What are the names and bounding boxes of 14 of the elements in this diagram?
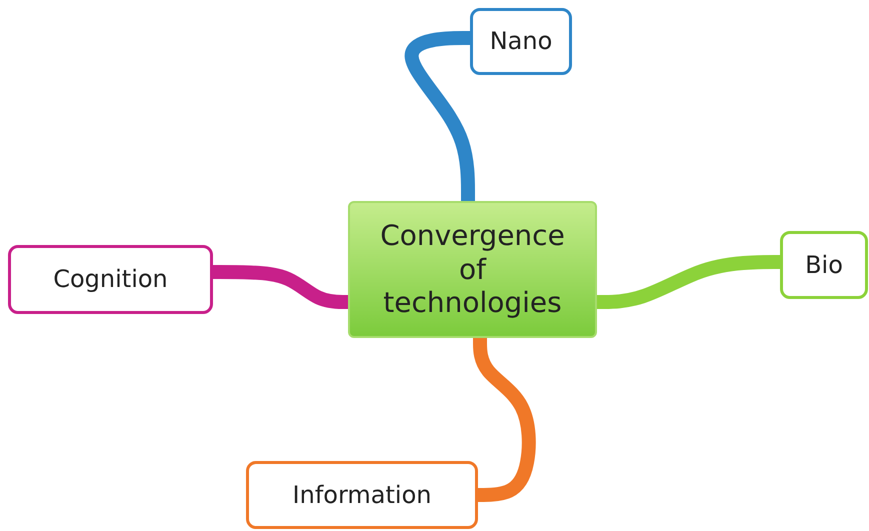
connector-ribbon — [212, 265, 350, 309]
central-topic-box — [348, 201, 597, 338]
topic-label: Convergence of technologies — [379, 219, 566, 320]
topic-box — [246, 461, 478, 529]
topic-label: Bio — [805, 250, 843, 280]
topic-label: Nano — [490, 27, 552, 56]
connector-ribbon — [597, 255, 782, 309]
connector-ribbon — [404, 31, 475, 201]
connector-ribbon — [473, 336, 536, 502]
topic-box — [8, 245, 213, 314]
topic-label: Information — [292, 480, 432, 510]
topic-box — [780, 231, 868, 299]
topic-label: Cognition — [53, 265, 168, 294]
topic-box — [470, 8, 572, 75]
